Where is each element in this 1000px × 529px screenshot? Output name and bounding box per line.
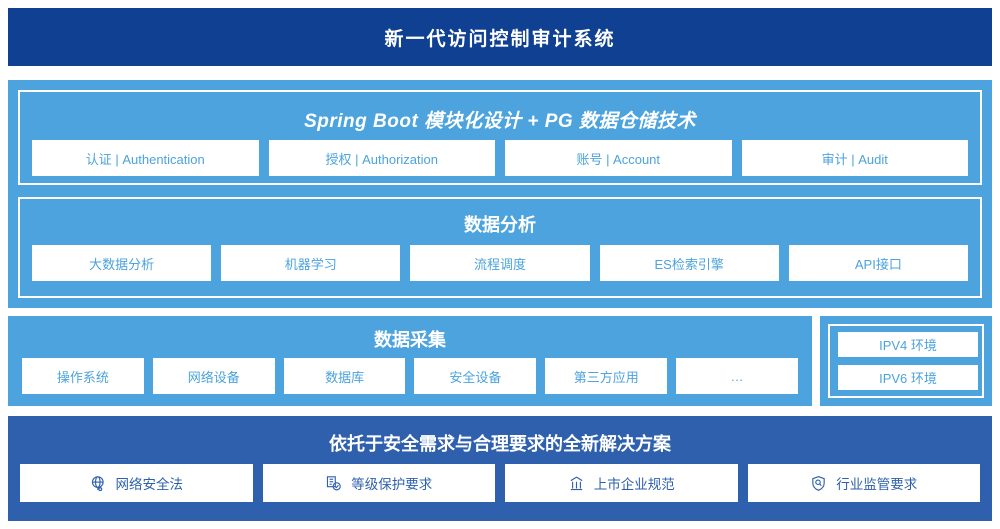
- chip-third-party-app[interactable]: 第三方应用: [545, 358, 668, 394]
- chip-label: 网络安全法: [115, 477, 184, 492]
- chip-audit[interactable]: 审计 | Audit: [741, 140, 968, 176]
- chip-label: 机器学习: [284, 256, 337, 272]
- chip-label: IPV6 环境: [879, 371, 937, 386]
- chip-label: 账号 | Account: [576, 151, 661, 167]
- chip-label: 认证 | Authentication: [85, 151, 205, 167]
- chip-label: 审计 | Audit: [821, 151, 888, 167]
- chip-api-interface[interactable]: API接口: [788, 245, 968, 281]
- ipv-environment-panel: IPV4 环境 IPV6 环境: [820, 316, 992, 406]
- data-analysis-group: 数据分析 大数据分析 机器学习 流程调度 ES检索引擎 API接口: [18, 197, 982, 298]
- data-analysis-title: 数据分析: [464, 215, 536, 235]
- chip-account[interactable]: 账号 | Account: [505, 140, 732, 176]
- chip-cybersecurity-law[interactable]: 网络安全法: [20, 464, 253, 502]
- compliance-chip-row: 网络安全法 等级保护要求: [20, 464, 980, 502]
- chip-label: 上市企业规范: [593, 477, 675, 492]
- chip-label: 网络设备: [187, 369, 240, 385]
- chip-label: API接口: [854, 256, 902, 272]
- chip-label: 行业监管要求: [836, 477, 918, 492]
- chip-security-device[interactable]: 安全设备: [414, 358, 537, 394]
- data-collection-panel: 数据采集 操作系统 网络设备 数据库 安全设备 第三方应用 …: [8, 316, 812, 406]
- chip-label: 数据库: [325, 369, 365, 385]
- globe-icon: [90, 475, 107, 492]
- chip-machine-learning[interactable]: 机器学习: [221, 245, 401, 281]
- chip-label: 大数据分析: [89, 256, 155, 272]
- chip-operating-system[interactable]: 操作系统: [22, 358, 144, 394]
- spring-boot-chip-row: 认证 | Authentication 授权 | Authorization 账…: [32, 140, 968, 176]
- chip-big-data-analysis[interactable]: 大数据分析: [32, 245, 212, 281]
- chip-label: 安全设备: [449, 369, 502, 385]
- chip-label: 等级保护要求: [351, 477, 433, 492]
- chip-label: IPV4 环境: [879, 338, 937, 353]
- chip-label: 第三方应用: [573, 369, 639, 385]
- data-collection-title: 数据采集: [374, 330, 446, 350]
- chip-process-scheduling[interactable]: 流程调度: [410, 245, 590, 281]
- chip-label: 流程调度: [473, 256, 526, 272]
- data-collection-chip-row: 操作系统 网络设备 数据库 安全设备 第三方应用 …: [22, 358, 798, 394]
- chip-ipv6-environment[interactable]: IPV6 环境: [838, 365, 978, 390]
- chip-label: ES检索引擎: [654, 256, 724, 272]
- chip-more-ellipsis[interactable]: …: [676, 358, 798, 394]
- platform-stack-panel: Spring Boot 模块化设计 + PG 数据仓储技术 认证 | Authe…: [8, 80, 992, 308]
- chip-label: 授权 | Authorization: [325, 151, 438, 167]
- page-title: 新一代访问控制审计系统: [384, 28, 616, 50]
- chip-label: 操作系统: [56, 369, 109, 385]
- chip-listed-company-standard[interactable]: 上市企业规范: [505, 464, 738, 502]
- shield-search-icon: [810, 475, 827, 492]
- chip-industry-regulation[interactable]: 行业监管要求: [747, 464, 980, 502]
- chip-graded-protection[interactable]: 等级保护要求: [262, 464, 495, 502]
- spring-boot-title: Spring Boot 模块化设计 + PG 数据仓储技术: [304, 111, 696, 132]
- document-check-icon: [325, 475, 342, 492]
- bank-building-icon: [568, 475, 585, 492]
- page-header: 新一代访问控制审计系统: [8, 8, 992, 66]
- compliance-title: 依托于安全需求与合理要求的全新解决方案: [329, 434, 671, 454]
- chip-authentication[interactable]: 认证 | Authentication: [32, 140, 259, 176]
- chip-label: …: [730, 368, 744, 384]
- chip-ipv4-environment[interactable]: IPV4 环境: [838, 332, 978, 357]
- chip-network-device[interactable]: 网络设备: [152, 358, 275, 394]
- ipv-group: IPV4 环境 IPV6 环境: [828, 324, 984, 398]
- chip-authorization[interactable]: 授权 | Authorization: [268, 140, 495, 176]
- chip-database[interactable]: 数据库: [283, 358, 406, 394]
- compliance-panel: 依托于安全需求与合理要求的全新解决方案 网络安全法: [8, 416, 992, 521]
- chip-es-search-engine[interactable]: ES检索引擎: [599, 245, 779, 281]
- spring-boot-group: Spring Boot 模块化设计 + PG 数据仓储技术 认证 | Authe…: [18, 90, 982, 185]
- data-analysis-chip-row: 大数据分析 机器学习 流程调度 ES检索引擎 API接口: [32, 245, 968, 281]
